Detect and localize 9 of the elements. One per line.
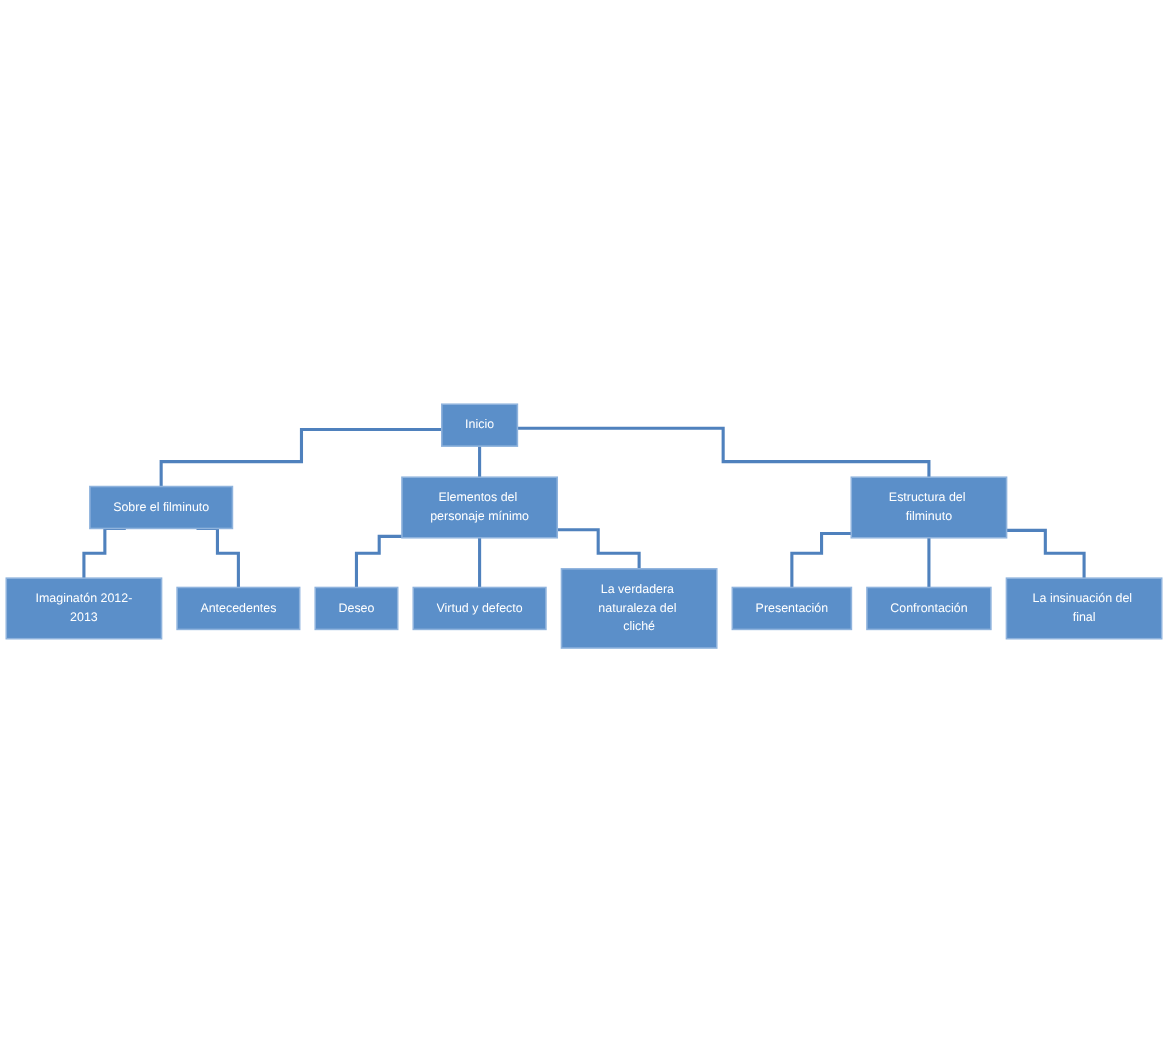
connector [159, 428, 442, 489]
connector [557, 529, 641, 572]
connector [478, 445, 482, 480]
connector [478, 537, 482, 590]
connector [517, 427, 931, 480]
connector [1006, 529, 1086, 581]
connector [927, 537, 931, 590]
connector [790, 532, 852, 590]
connector [354, 535, 402, 590]
